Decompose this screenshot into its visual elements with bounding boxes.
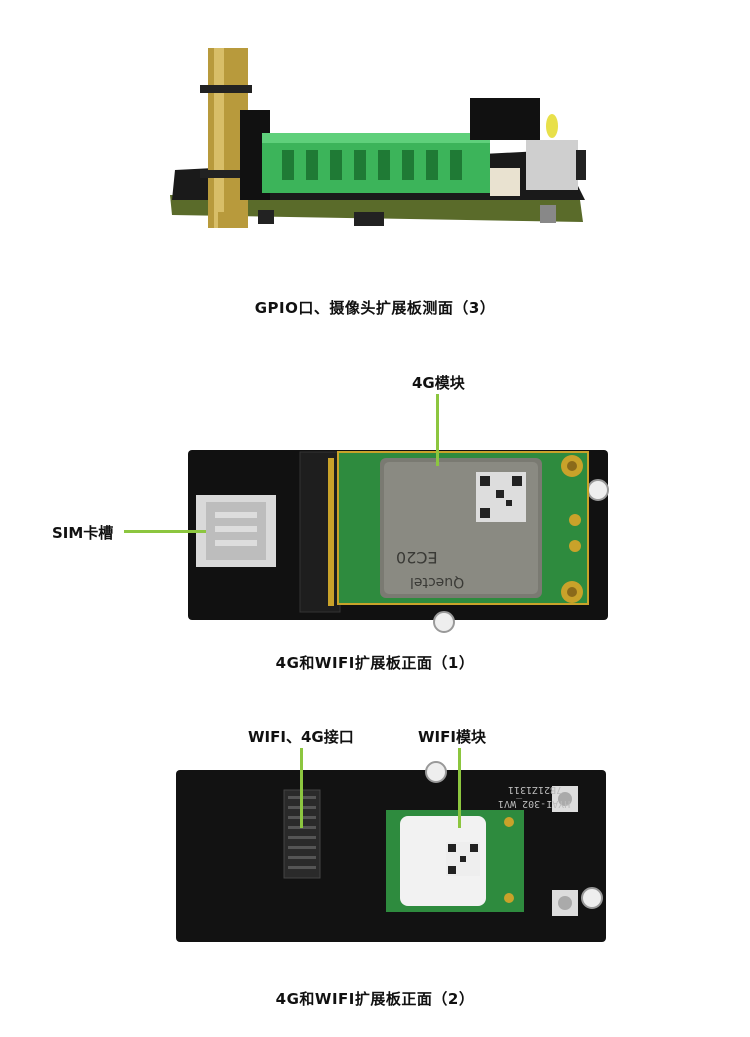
silkscreen-code: 7B21Z1311 (508, 784, 563, 795)
panel-side-view: GPIO口、摄像头扩展板测面（3） (0, 0, 750, 330)
callout-wifi-module: WIFI模块 (418, 728, 486, 746)
leader-wifi-module (458, 748, 461, 828)
silkscreen-board-name: HYAI-302_WV1 (498, 798, 571, 809)
callout-sim-slot: SIM卡槽 (52, 524, 114, 542)
leader-4g-module (436, 394, 439, 466)
caption-wifi-front: 4G和WIFI扩展板正面（2） (275, 990, 475, 1008)
gpio-camera-board-side-photo (170, 48, 586, 228)
caption-side-view: GPIO口、摄像头扩展板测面（3） (254, 299, 496, 317)
leader-sim-slot (124, 530, 206, 533)
4g-module-text-quectel: Quectel (410, 574, 465, 590)
4g-wifi-board-front-photo (188, 450, 609, 633)
panel-4g-front: EC20 Quectel 4G模块 SIM卡槽 4G和WIFI扩展板正面（1） (0, 330, 750, 690)
wifi-board-front-photo (176, 761, 606, 942)
callout-wifi-4g-interface: WIFI、4G接口 (248, 728, 354, 746)
caption-4g-front: 4G和WIFI扩展板正面（1） (275, 654, 475, 672)
4g-module-text-ec20: EC20 (396, 548, 438, 567)
leader-wifi-4g-interface (300, 748, 303, 828)
callout-4g-module: 4G模块 (412, 374, 465, 392)
panel-wifi-front: 7B21Z1311 HYAI-302_WV1 WIFI、4G接口 WIFI模块 … (0, 690, 750, 1037)
